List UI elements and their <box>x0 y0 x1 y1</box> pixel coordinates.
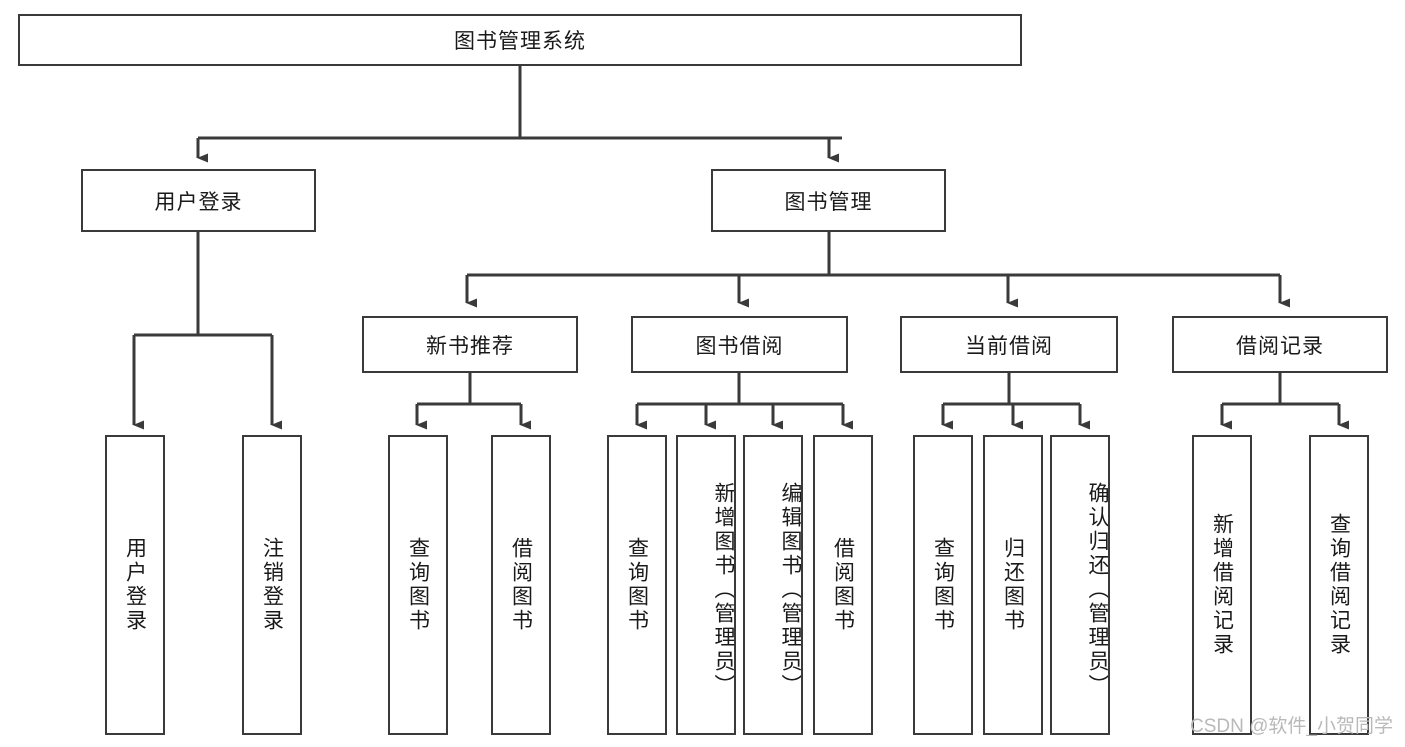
node-user-login[interactable]: 用户登录 <box>81 169 316 232</box>
leaf-logout[interactable]: 注销登录 <box>242 435 302 735</box>
node-label: 查询图书 <box>625 537 649 633</box>
leaf-borrow-book-2[interactable]: 借阅图书 <box>813 435 873 735</box>
node-new-book-recommendation[interactable]: 新书推荐 <box>362 316 578 373</box>
node-label: 借阅图书 <box>831 537 855 633</box>
leaf-edit-book-admin[interactable]: 编辑图书（管理员） <box>743 435 803 735</box>
node-label: 借阅图书 <box>509 537 533 633</box>
csdn-watermark: CSDN @软件_小贺同学 <box>1190 716 1393 737</box>
leaf-add-borrow-record[interactable]: 新增借阅记录 <box>1192 435 1252 735</box>
node-borrow-record[interactable]: 借阅记录 <box>1172 316 1388 373</box>
node-label: 新增图书（管理员） <box>712 482 735 698</box>
leaf-query-book-1[interactable]: 查询图书 <box>388 435 448 735</box>
node-label: 查询图书 <box>931 537 955 633</box>
node-current-borrow[interactable]: 当前借阅 <box>900 316 1118 373</box>
node-label: 图书借阅 <box>695 334 784 358</box>
leaf-query-book-2[interactable]: 查询图书 <box>607 435 667 735</box>
node-label: 查询图书 <box>406 537 430 633</box>
leaf-confirm-return-admin[interactable]: 确认归还（管理员） <box>1050 435 1110 735</box>
leaf-borrow-book-1[interactable]: 借阅图书 <box>491 435 551 735</box>
leaf-query-book-3[interactable]: 查询图书 <box>913 435 973 735</box>
node-label: 注销登录 <box>260 537 284 633</box>
node-label: 查询借阅记录 <box>1327 513 1351 657</box>
node-label: 图书管理系统 <box>454 30 586 53</box>
leaf-return-book[interactable]: 归还图书 <box>983 435 1043 735</box>
node-label: 新增借阅记录 <box>1210 513 1234 657</box>
node-label: 新书推荐 <box>426 334 514 358</box>
node-label: 用户登录 <box>123 537 147 633</box>
node-label: 当前借阅 <box>965 334 1053 358</box>
node-label: 编辑图书（管理员） <box>779 482 802 698</box>
node-book-management[interactable]: 图书管理 <box>711 169 946 232</box>
node-root-book-management-system[interactable]: 图书管理系统 <box>18 14 1022 66</box>
node-label: 确认归还（管理员） <box>1086 482 1109 698</box>
node-label: 借阅记录 <box>1236 334 1324 358</box>
node-label: 归还图书 <box>1001 537 1025 633</box>
leaf-user-login[interactable]: 用户登录 <box>105 435 165 735</box>
node-label: 用户登录 <box>154 190 243 214</box>
node-book-borrow[interactable]: 图书借阅 <box>631 316 848 373</box>
node-label: 图书管理 <box>784 190 873 214</box>
leaf-query-borrow-record[interactable]: 查询借阅记录 <box>1309 435 1369 735</box>
leaf-add-book-admin[interactable]: 新增图书（管理员） <box>676 435 736 735</box>
